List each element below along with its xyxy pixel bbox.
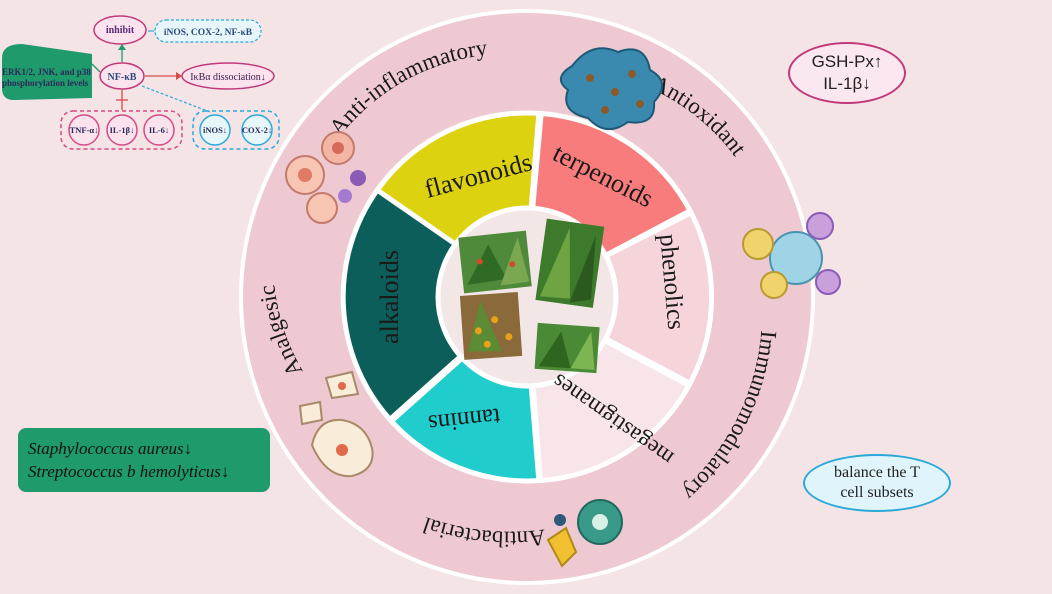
antioxidant-note-line2: IL-1β↓ — [823, 74, 871, 93]
erk-label-line2: phosphorylation levels — [2, 78, 89, 88]
enzyme-label-2: COX-2↓ — [242, 125, 272, 135]
cytokine-node-1 — [68, 114, 100, 146]
ikb-label: IκBα dissociation↓ — [190, 72, 266, 83]
inflammation-cells-icon — [285, 131, 366, 224]
plant-photo-3 — [459, 291, 523, 360]
immuno-note-line1: balance the T — [834, 464, 920, 481]
plant-photo-1 — [458, 230, 532, 294]
cytokine-label-3: IL-6↓ — [149, 125, 169, 135]
antibacterial-note-line1: Staphylococcus aureus↓ — [28, 439, 193, 458]
enzyme-node-1 — [199, 114, 231, 146]
targets-node — [154, 19, 262, 43]
label-alkaloids: alkaloids — [375, 250, 404, 344]
nfkb-inhibit-arrowhead — [118, 44, 126, 50]
enzyme-node-2 — [241, 114, 273, 146]
inhibit-label: inhibit — [106, 25, 135, 36]
oxidative-stress-icon — [560, 47, 663, 130]
antioxidant-note-line1: GSH-Px↑ — [811, 52, 883, 71]
nfkb-node — [99, 62, 145, 90]
immuno-note-line2: cell subsets — [840, 484, 914, 501]
antibacterial-shield-icon — [546, 499, 623, 568]
cytokine-node-2 — [106, 114, 138, 146]
antioxidant-note: GSH-Px↑ IL-1β↓ — [788, 42, 906, 104]
nfkb-label: NF-κB — [108, 72, 137, 83]
pathway-diagram: inhibit iNOS, COX-2, NF-κB NF-κB IκBα di… — [2, 15, 280, 150]
erk-label-line1: ERK1/2, JNK, and p38 — [2, 67, 91, 77]
cytokine-node-3 — [143, 114, 175, 146]
immune-cells-icon — [742, 212, 841, 299]
cytokine-label-2: IL-1β↓ — [110, 125, 135, 135]
cytokine-label-1: TNF-α↓ — [70, 125, 99, 135]
enzyme-label-1: iNOS↓ — [203, 125, 227, 135]
immuno-note: balance the T cell subsets — [803, 454, 951, 512]
enzyme-group — [192, 110, 280, 150]
cytokine-group — [60, 110, 183, 150]
plant-photo-2 — [535, 218, 605, 308]
antibacterial-note-line2: Streptococcus b hemolyticus↓ — [28, 462, 230, 481]
inhibit-node — [93, 15, 147, 45]
antibacterial-note: Staphylococcus aureus↓ Streptococcus b h… — [18, 428, 270, 492]
targets-label: iNOS, COX-2, NF-κB — [164, 28, 253, 38]
nfkb-enzyme-line — [141, 85, 211, 113]
erk-node — [2, 44, 92, 100]
plant-photo-4 — [534, 322, 600, 374]
plant-photos — [458, 218, 605, 374]
erk-arrow — [91, 63, 101, 73]
pain-body-icon — [298, 370, 374, 478]
nfkb-ikb-arrowhead — [176, 72, 182, 80]
